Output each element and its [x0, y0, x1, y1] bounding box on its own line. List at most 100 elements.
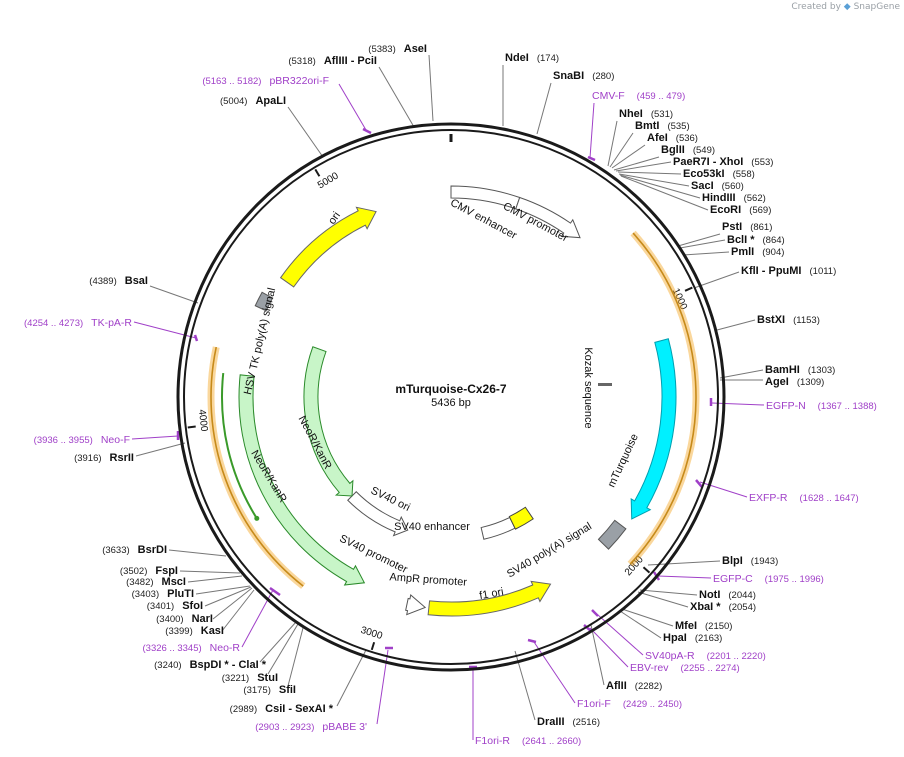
site-psti: PstI(861) [722, 221, 772, 233]
site-name: EcoRI [710, 204, 741, 216]
site-name: PluTI [167, 588, 194, 600]
leader-line [204, 586, 252, 607]
site-position: (3240) [154, 660, 181, 671]
site-noti: NotI(2044) [699, 589, 756, 601]
feature-neor-kanr-shape [238, 374, 366, 586]
snapgene-credit: Created by ◆ SnapGene [791, 2, 900, 12]
site-mfei: MfeI(2150) [675, 620, 732, 632]
site-eco53ki: Eco53kI(558) [683, 168, 755, 180]
leader-line [149, 285, 199, 304]
site-name: AgeI [765, 376, 789, 388]
primer-mark [695, 479, 703, 488]
site-position: (904) [762, 247, 784, 258]
site-position: (5004) [220, 96, 247, 107]
site-name: AflII [606, 680, 627, 692]
site-position: (174) [537, 53, 559, 64]
feature-hsv-tk-poly-a-signal-shape [254, 291, 274, 312]
leader-line [135, 442, 186, 457]
site-name: MfeI [675, 620, 697, 632]
tick-mark [642, 566, 651, 574]
leader-line [639, 589, 698, 596]
leader-line [607, 120, 618, 167]
leader-line [621, 608, 674, 627]
site-name: AfeI [647, 132, 668, 144]
site-name: DraIII [537, 716, 565, 728]
primer-range: (1367 .. 1388) [818, 401, 877, 412]
leader-line [619, 610, 662, 639]
leader-line [716, 319, 756, 331]
primer-range: (1628 .. 1647) [800, 493, 859, 504]
feature-kozak-sequence-shape [598, 383, 612, 386]
svg-text:(3916)RsrII: (3916)RsrII [74, 452, 134, 464]
site-ecori: EcoRI (569) [710, 204, 771, 216]
primer-egfp-c: EGFP-C(1975 .. 1996) [713, 573, 824, 585]
primer-leader [711, 402, 765, 406]
site-position: (3403) [132, 589, 159, 600]
site-position: (4389) [89, 276, 116, 287]
site-position: (2516) [573, 717, 600, 728]
site-position: (864) [763, 235, 785, 246]
site-name: SacI [691, 180, 714, 192]
leader-lines [131, 54, 765, 740]
site-position: (1303) [808, 365, 835, 376]
svg-text:BstXI(1153): BstXI(1153) [757, 314, 820, 326]
tick-label: 3000 [359, 625, 384, 642]
svg-text:NdeI(174): NdeI(174) [505, 52, 559, 64]
leader-line [287, 106, 324, 158]
leader-line [609, 132, 634, 168]
site-nari: (3400)NarI [156, 613, 213, 625]
svg-text:SacI(560): SacI(560) [691, 180, 744, 192]
site-name: BsrDI [138, 544, 167, 556]
highlight-line-2 [210, 346, 304, 587]
leader-line [168, 549, 227, 557]
primer-f1ori-r: F1ori-R(2641 .. 2660) [475, 735, 581, 747]
site-afei: AfeI(536) [647, 132, 698, 144]
feature-label-mturquoise: mTurquoise [606, 432, 641, 489]
svg-text:(3633)BsrDI: (3633)BsrDI [102, 544, 167, 556]
highlight-line-1 [629, 232, 697, 565]
svg-text:XbaI *(2054): XbaI *(2054) [690, 601, 756, 613]
primer-name: EGFP-C [713, 573, 753, 585]
site-position: (549) [693, 145, 715, 156]
leader-line [590, 624, 605, 686]
site-position: (5383) [368, 44, 395, 55]
svg-text:(4254 .. 4273)TK-pA-R: (4254 .. 4273)TK-pA-R [24, 317, 132, 329]
tick-mark [314, 168, 321, 177]
leader-line [212, 587, 253, 620]
svg-text:HindIII(562): HindIII(562) [702, 192, 766, 204]
leader-line [615, 161, 672, 172]
site-name: NarI [192, 613, 213, 625]
feature-sv40-ori-shape [508, 506, 534, 530]
svg-text:(5318)AflIII - PciI: (5318)AflIII - PciI [288, 55, 377, 67]
leader-line [619, 174, 701, 199]
svg-text:EXFP-R(1628 .. 1647): EXFP-R(1628 .. 1647) [749, 492, 859, 504]
tick-mark [684, 286, 693, 292]
site-rsrii: (3916)RsrII [74, 452, 134, 464]
leader-line [637, 591, 689, 608]
site-position: (5318) [288, 56, 315, 67]
svg-text:PaeR7I - XhoI(553): PaeR7I - XhoI(553) [673, 156, 773, 168]
svg-text:BamHI(1303): BamHI(1303) [765, 364, 835, 376]
primer-range: (3936 .. 3955) [34, 435, 93, 446]
primer-ebv-rev: EBV-rev(2255 .. 2274) [630, 662, 740, 674]
site-position: (569) [749, 205, 771, 216]
feature-f1-ori-shape [427, 580, 552, 617]
svg-text:BclI *(864): BclI *(864) [727, 234, 785, 246]
site-position: (280) [592, 71, 614, 82]
svg-text:EGFP-C(1975 .. 1996): EGFP-C(1975 .. 1996) [713, 573, 824, 585]
site-labels: NdeI(174)SnaBI(280)NheI(531)BmtI(535)Afe… [24, 43, 877, 747]
svg-text:BmtI(535): BmtI(535) [635, 120, 690, 132]
site-afliii-pcii: (5318)AflIII - PciI [288, 55, 377, 67]
svg-text:F1ori-F(2429 .. 2450): F1ori-F(2429 .. 2450) [577, 698, 682, 710]
site-bglii: BglII(549) [661, 144, 715, 156]
site-sfii: (3175)SfiI [243, 684, 296, 696]
site-name: XbaI * [690, 601, 721, 613]
svg-text:Eco53kI(558): Eco53kI(558) [683, 168, 755, 180]
feature-mturquoise-shape [630, 338, 677, 520]
site-position: (861) [750, 222, 772, 233]
svg-text:AflII(2282): AflII(2282) [606, 680, 662, 692]
site-stui: (3221)StuI [222, 672, 278, 684]
leader-line [617, 171, 682, 175]
primer-name: Neo-R [210, 642, 241, 654]
site-hindiii: HindIII(562) [702, 192, 766, 204]
